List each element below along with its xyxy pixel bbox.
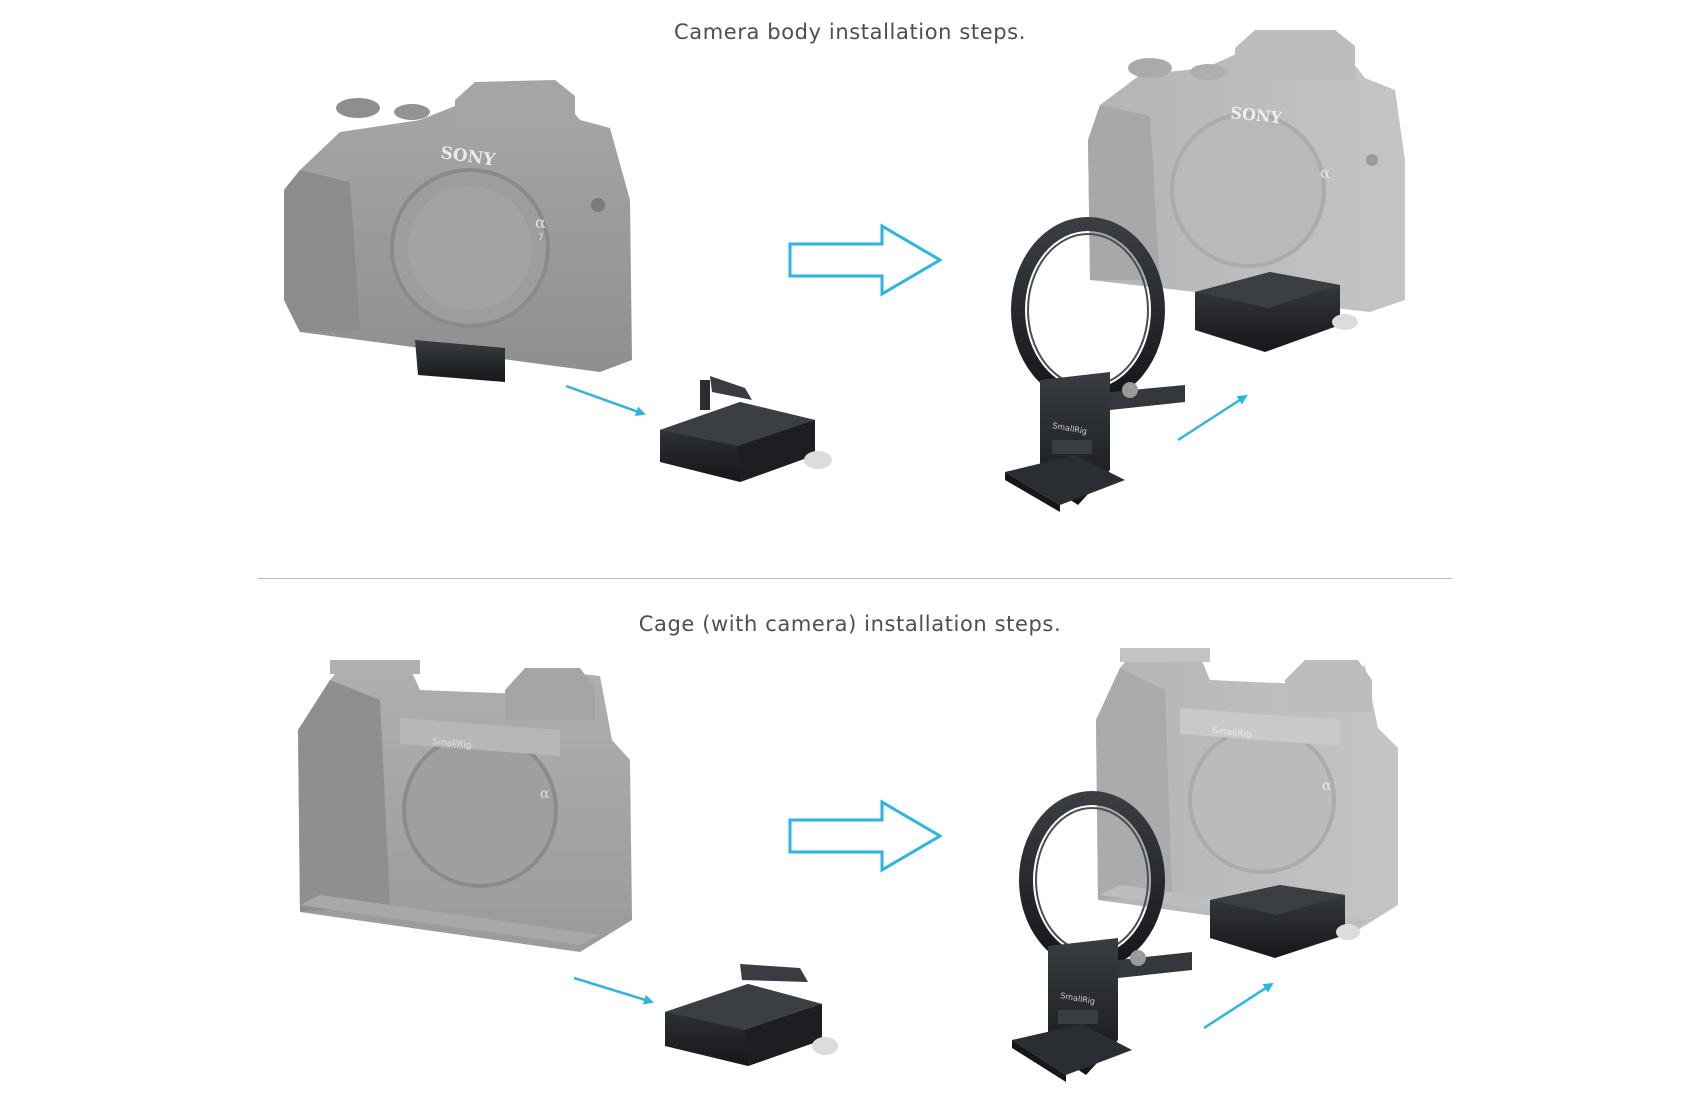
direction-arrow-icon bbox=[573, 976, 654, 1005]
caged-camera-left: SmallRig α bbox=[298, 660, 632, 952]
quick-release-clamp bbox=[660, 376, 832, 482]
camera-body-left: SONY α 7 bbox=[284, 80, 632, 382]
section-heading-camera-body: Camera body installation steps. bbox=[674, 20, 1026, 44]
quick-release-clamp bbox=[665, 964, 838, 1066]
direction-arrow-icon bbox=[565, 384, 646, 417]
direction-arrow-icon bbox=[1203, 982, 1274, 1030]
direction-arrow-icon bbox=[1177, 394, 1248, 442]
camera-body-right: SONY α bbox=[1088, 30, 1405, 312]
outline-right-arrow-icon bbox=[788, 799, 943, 873]
camera-model-alpha: α bbox=[540, 786, 550, 802]
section-divider bbox=[258, 578, 1452, 579]
rotating-mount-bracket: SmallRig bbox=[1012, 791, 1192, 1082]
outline-right-arrow-icon bbox=[788, 223, 943, 297]
rotating-mount-bracket: SmallRig bbox=[1005, 217, 1185, 512]
section-heading-cage: Cage (with camera) installation steps. bbox=[638, 612, 1062, 636]
camera-model-alpha: α bbox=[535, 213, 546, 232]
camera-model-alpha: α bbox=[1322, 778, 1332, 794]
caged-camera-right: SmallRig α bbox=[1096, 648, 1398, 935]
camera-model-number: 7 bbox=[538, 233, 544, 243]
cage-brand-smallrig: SmallRig bbox=[432, 737, 472, 751]
camera-model-alpha: α bbox=[1320, 164, 1330, 182]
mounted-clamp bbox=[1195, 272, 1358, 352]
mounted-clamp bbox=[1210, 885, 1360, 958]
cage-brand-smallrig: SmallRig bbox=[1212, 726, 1252, 740]
